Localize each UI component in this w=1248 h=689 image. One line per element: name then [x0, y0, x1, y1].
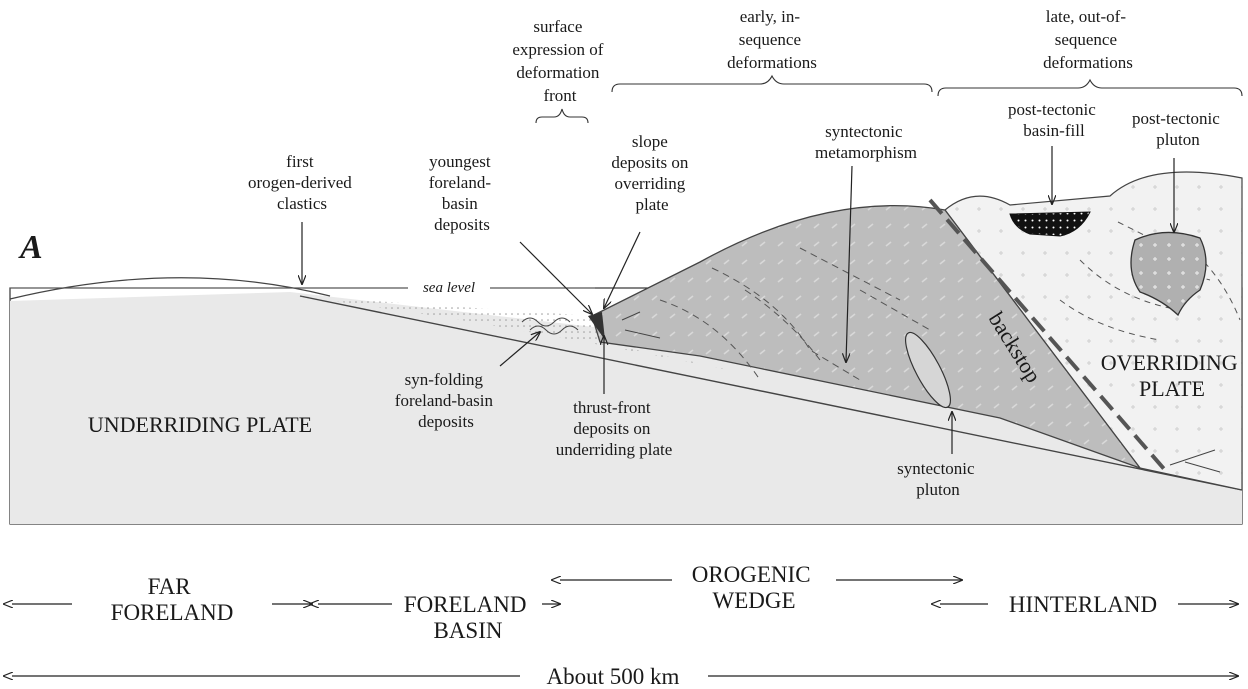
post-tectonic-basin-label: post-tectonic basin-fill [1008, 100, 1100, 140]
scale-label: About 500 km [547, 664, 680, 689]
early-deformations-label: early, in- sequence deformations [727, 7, 817, 72]
slope-deposits-label: slope deposits on overriding plate [611, 132, 692, 214]
syntectonic-metamorphism-label: syntectonic metamorphism [815, 122, 917, 162]
early-deformations-brace [612, 76, 932, 92]
sea-level-label: sea level [423, 280, 475, 296]
late-deformations-brace [938, 80, 1242, 96]
underriding-plate-label: UNDERRIDING PLATE [88, 412, 312, 437]
late-deformations-label: late, out-of- sequence deformations [1043, 7, 1133, 72]
hinterland-label: HINTERLAND [1009, 592, 1157, 617]
orogenic-wedge-label: OROGENIC WEDGE [692, 562, 817, 613]
youngest-foreland-arrow [520, 242, 592, 314]
post-tectonic-pluton-label: post-tectonic pluton [1132, 109, 1224, 149]
surface-expression-label: surface expression of deformation front [512, 17, 607, 105]
youngest-foreland-label: youngest foreland- basin deposits [429, 152, 496, 234]
first-clastics-label: first orogen-derived clastics [248, 152, 356, 213]
surface-expression-brace [536, 109, 588, 123]
panel-letter: A [18, 229, 43, 266]
far-foreland-label: FAR FORELAND [111, 574, 234, 625]
foreland-basin-label: FORELAND BASIN [404, 592, 532, 643]
